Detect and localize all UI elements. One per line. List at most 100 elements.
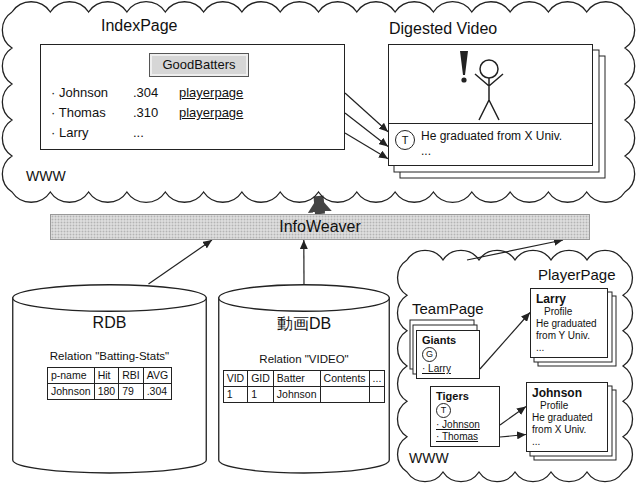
relation-table: VIDGIDBatterContents...11Johnson [223, 370, 386, 403]
db-content: 動画DB Relation "VIDEO" VIDGIDBatterContents… [218, 284, 390, 403]
cloud-path [2, 2, 634, 203]
link-text: playerpage [179, 85, 334, 101]
broad-arrow [319, 196, 321, 214]
box-title: GoodBatters [150, 57, 248, 73]
page-title: IndexPage [101, 17, 178, 35]
index-page: IndexPage· Johnson.304playerpage· Thomas… [40, 44, 345, 150]
web-cloud: WWWGiantsG· LarryTigersT· Johnson· Thoma… [395, 248, 635, 484]
page-name: Johnson [532, 386, 602, 400]
link-text: · Johnson [436, 419, 494, 431]
connector [500, 435, 526, 438]
connector [500, 407, 526, 426]
db-title: RDB [12, 314, 207, 332]
player-page: LarryProfileHe graduated from Y Univ.... [530, 288, 608, 358]
link-text: · Thomas [436, 431, 494, 443]
table-cell: Batter [274, 371, 321, 387]
index-list: · Johnson.304playerpage · Thomas.310playe… [51, 85, 334, 141]
profile-text: He graduated from Y Univ. [536, 318, 602, 342]
link-text: playerpage [179, 105, 334, 121]
icon-letter: G [423, 348, 436, 361]
team-icon: G [422, 347, 437, 362]
team-page: TigersT · Johnson· Thomas [430, 386, 500, 447]
table-cell: Hit [95, 368, 120, 384]
table-cell: 1 [248, 387, 274, 403]
table-cell: p-name [48, 368, 95, 384]
list-text: · Johnson [51, 85, 133, 101]
database-cylinder: 動画DB Relation "VIDEO" VIDGIDBatterContents… [218, 284, 390, 474]
team-icon: T [395, 130, 415, 150]
connector [345, 133, 388, 159]
cloud-path [397, 250, 632, 481]
section-name: Profile [544, 306, 602, 318]
player-page: JohnsonProfileHe graduated from X Univ..… [526, 382, 608, 452]
www-label: WWW [409, 450, 449, 466]
table-cell: .304 [144, 384, 172, 400]
mediator-band: InfoWeaver [50, 214, 590, 240]
page-title: Digested Video [389, 20, 497, 38]
list-text: .304 [133, 85, 179, 101]
table-cell: Johnson [274, 387, 321, 403]
exclamation-dot [461, 77, 466, 82]
video-page: Digested VideoTHe graduated from X Univ.… [388, 44, 593, 166]
table-slot: p-nameHitRBIAVG Johnson18079.304 [12, 367, 207, 400]
connector [480, 313, 530, 370]
table-cell: 79 [119, 384, 144, 400]
table-cell: 180 [95, 384, 120, 400]
title-box: GoodBatters [149, 53, 249, 77]
section-name: Profile [540, 400, 602, 412]
icon-slot: T [395, 130, 415, 150]
profile-text: ... [532, 436, 602, 448]
connector [345, 113, 388, 147]
caption-text: He graduated from X Univ.... [421, 129, 586, 159]
exclamation-mark [460, 51, 468, 75]
database-cylinder: RDB Relation "Batting-Stats" p-nameHitRBIA… [12, 284, 207, 474]
cylinder-body [13, 298, 207, 473]
relation-table: p-nameHitRBIAVG Johnson18079.304 [47, 367, 172, 400]
db-title: 動画DB [218, 314, 390, 335]
page-name: Giants [422, 334, 474, 346]
empty-cell [179, 125, 334, 141]
icon-slot: T [436, 403, 494, 418]
group-label: TeamPage [412, 300, 484, 317]
table-cell [321, 387, 370, 403]
table-cell: Contents [321, 371, 370, 387]
connector [345, 93, 388, 132]
team-page: GiantsG· Larry [416, 330, 480, 379]
page-name: Larry [536, 292, 602, 306]
list-text: · Thomas [51, 105, 133, 121]
table-slot: VIDGIDBatterContents...11Johnson [218, 370, 390, 403]
relation-name: Relation "VIDEO" [218, 353, 390, 365]
list-text: ... [133, 125, 179, 141]
table-cell: Johnson [48, 384, 95, 400]
icon-letter: T [396, 131, 414, 149]
table-cell: AVG [144, 368, 172, 384]
db-content: RDB Relation "Batting-Stats" p-nameHitRBIA… [12, 284, 207, 400]
cylinder-body [219, 298, 390, 473]
table-cell: 1 [224, 387, 249, 403]
profile-text: ... [536, 342, 602, 354]
table-cell: GID [248, 371, 274, 387]
connector [303, 240, 304, 284]
profile-text: He graduated from X Univ. [532, 412, 602, 436]
caption-line: He graduated from X Univ. [421, 129, 586, 144]
icon-slot: G [422, 347, 474, 362]
list-text: .310 [133, 105, 179, 121]
table-cell: RBI [119, 368, 144, 384]
list-text: · Larry [51, 125, 133, 141]
cylinder-top [13, 285, 207, 312]
page-name: Tigers [436, 390, 494, 402]
table-cell [370, 387, 386, 403]
band-title: InfoWeaver [51, 215, 589, 239]
group-label: PlayerPage [538, 266, 616, 283]
www-label: WWW [26, 168, 66, 184]
caption-area: T He graduated from X Univ.... [389, 124, 592, 165]
relation-name: Relation "Batting-Stats" [12, 350, 207, 362]
video-frame [389, 45, 592, 124]
icon-letter: T [437, 404, 450, 417]
table-cell: VID [224, 371, 249, 387]
connector [149, 240, 213, 284]
web-cloud: WWW IndexPage · Johnson.304playerpage · Tho… [0, 0, 637, 204]
video-still [389, 45, 592, 123]
